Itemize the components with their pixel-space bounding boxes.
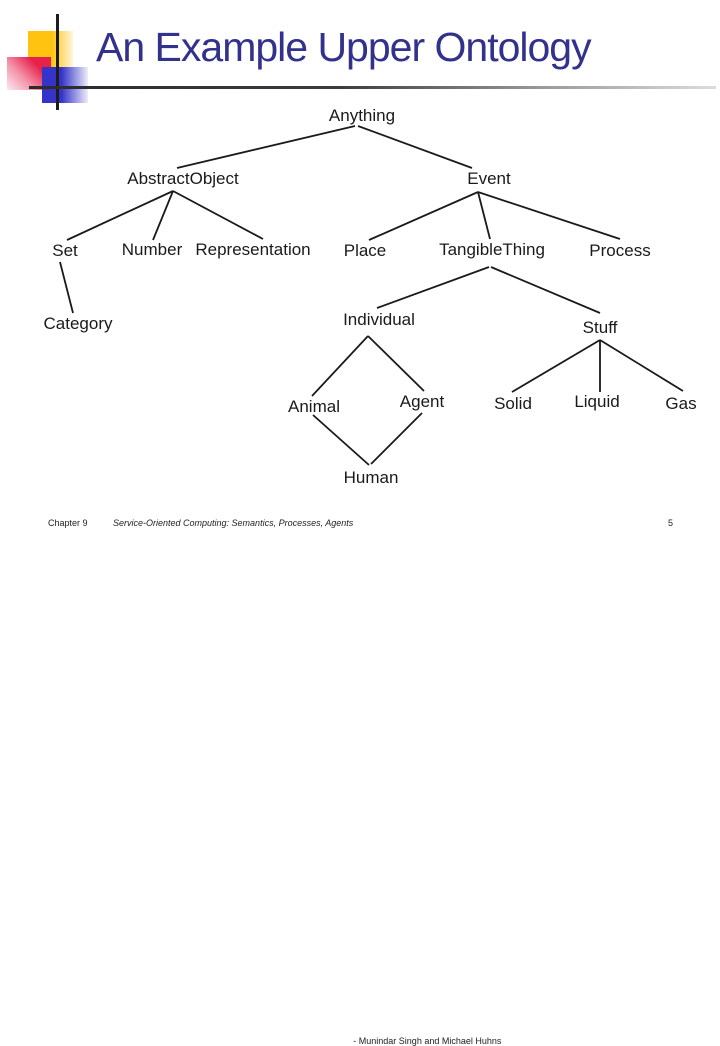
title-underline xyxy=(29,86,716,89)
slide-title: An Example Upper Ontology xyxy=(96,24,592,70)
tree-node-liquid: Liquid xyxy=(574,392,620,411)
tree-node-individual: Individual xyxy=(343,310,415,329)
tree-node-abstractobject: AbstractObject xyxy=(127,169,239,188)
tree-node-place: Place xyxy=(343,241,387,260)
tree-node-set: Set xyxy=(52,241,78,260)
edge-event-place xyxy=(368,191,479,241)
tree-node-representation: Representation xyxy=(195,240,311,259)
footer-citation-authors: - Munindar Singh and Michael Huhns xyxy=(353,1036,502,1046)
tree-node-solid: Solid xyxy=(494,394,532,413)
edge-animal-human xyxy=(312,414,370,466)
ontology-tree-edges xyxy=(59,125,684,466)
edge-set-category xyxy=(59,261,74,314)
edge-tangiblething-individual xyxy=(376,266,490,309)
footer-citation: Service-Oriented Computing: Semantics, P… xyxy=(113,518,501,1046)
footer-page-number: 5 xyxy=(668,518,674,528)
edge-stuff-gas xyxy=(599,339,684,392)
footer-citation-book-title: Service-Oriented Computing: Semantics, P… xyxy=(113,518,354,528)
tree-node-tangiblething: TangibleThing xyxy=(439,240,545,259)
tree-node-anything: Anything xyxy=(328,106,396,125)
edge-abstractobject-set xyxy=(66,190,174,241)
footer-chapter: Chapter 9 xyxy=(48,518,88,528)
tree-node-animal: Animal xyxy=(288,397,340,416)
edge-event-process xyxy=(477,191,621,240)
tree-node-stuff: Stuff xyxy=(582,318,618,337)
edge-stuff-solid xyxy=(511,339,601,393)
tree-node-process: Process xyxy=(589,241,651,260)
tree-node-agent: Agent xyxy=(399,392,445,411)
edge-anything-event xyxy=(357,125,473,169)
tree-node-category: Category xyxy=(43,314,113,333)
edge-tangiblething-stuff xyxy=(490,266,601,314)
edge-agent-human xyxy=(370,412,423,465)
logo-vertical-line xyxy=(56,14,59,110)
tree-node-human: Human xyxy=(343,468,399,487)
logo-blue-square xyxy=(42,67,88,103)
edge-abstractobject-representation xyxy=(172,190,264,240)
edge-individual-animal xyxy=(311,335,369,397)
tree-node-number: Number xyxy=(121,240,183,259)
tree-node-event: Event xyxy=(467,169,511,188)
edge-event-tangiblething xyxy=(477,191,491,240)
edge-abstractobject-number xyxy=(152,190,174,241)
tree-node-gas: Gas xyxy=(665,394,697,413)
edge-anything-abstractobject xyxy=(176,125,356,169)
edge-individual-agent xyxy=(367,335,425,392)
